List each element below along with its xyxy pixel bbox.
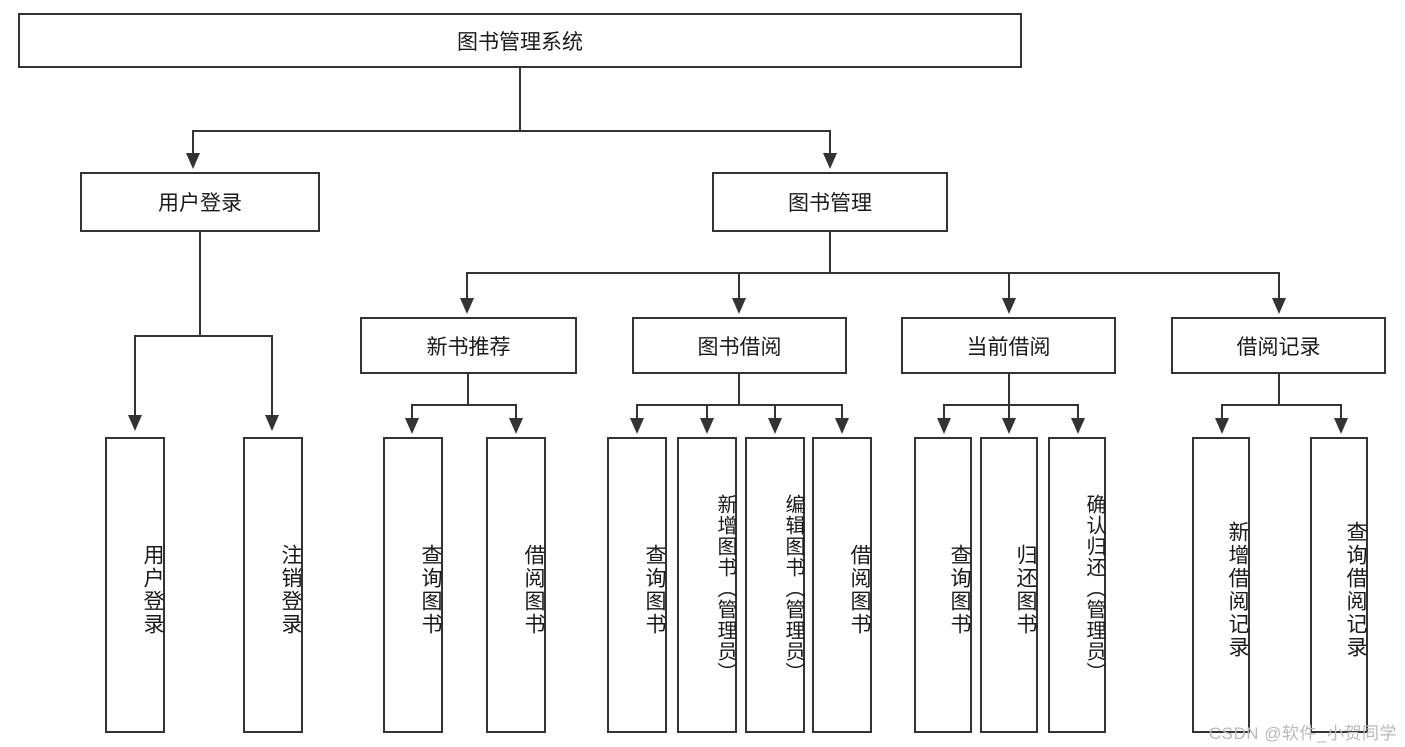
arrow-icon-book-borrow-leaf-4 [835,418,849,434]
connector-book-borrow-leaf-3 [774,404,776,422]
connector-borrow-record-leaf-2 [1340,404,1342,422]
connector-new-book-leaf-2 [515,404,517,422]
connector-bm-to-current-borrow [1008,272,1010,302]
node-current-borrow[interactable]: 当前借阅 [901,317,1116,374]
connector-root-bus [192,130,830,132]
node-label: 归还图书 [1014,544,1037,636]
connector-new-book-leaf-1 [411,404,413,422]
node-label: 查询图书 [419,544,442,636]
node-leaf-logout-login[interactable]: 注销登录 [243,437,303,733]
connector-book-management-bus [466,272,1280,274]
node-label: 新书推荐 [426,335,511,359]
arrow-icon-bm-borrow-record [1272,298,1286,314]
node-label: 当前借阅 [966,335,1051,359]
arrow-icon-book-borrow-leaf-2 [700,418,714,434]
connector-book-borrow-bus [636,404,843,406]
arrow-icon-user-login-leaf-2 [265,415,279,431]
connector-bm-to-borrow-record [1278,272,1280,302]
node-leaf-borrow-book-2[interactable]: 借阅图书 [812,437,872,733]
node-leaf-query-book-3[interactable]: 查询图书 [914,437,972,733]
node-root-book-management-system[interactable]: 图书管理系统 [18,13,1022,68]
connector-book-management-stem [829,232,831,272]
connector-root-stem [519,68,521,130]
arrow-icon-new-book-leaf-2 [509,418,523,434]
node-leaf-return-book[interactable]: 归还图书 [980,437,1038,733]
arrow-icon-borrow-record-leaf-1 [1215,418,1229,434]
connector-current-borrow-stem [1008,374,1010,404]
connector-borrow-record-stem [1278,374,1280,404]
node-label: 图书管理 [788,192,872,215]
node-label: 用户登录 [141,544,164,636]
connector-book-borrow-leaf-2 [706,404,708,422]
node-label: 查询图书 [643,544,666,636]
arrow-icon-current-borrow-leaf-2 [1002,418,1016,434]
connector-borrow-record-bus [1221,404,1340,406]
connector-root-to-user-login [192,130,194,156]
connector-new-book-stem [467,374,469,404]
node-leaf-query-book-2[interactable]: 查询图书 [607,437,667,733]
node-leaf-query-record[interactable]: 查询借阅记录 [1310,437,1368,733]
node-book-borrow[interactable]: 图书借阅 [632,317,847,374]
connector-book-borrow-leaf-1 [636,404,638,422]
arrow-icon-book-borrow-leaf-1 [630,418,644,434]
connector-root-to-book-management [829,130,831,156]
connector-current-borrow-leaf-2 [1008,404,1010,422]
node-label: 用户登录 [158,192,242,215]
node-book-management[interactable]: 图书管理 [712,172,948,232]
arrow-icon-root-to-book-management [823,153,837,169]
connector-book-borrow-stem [738,374,740,404]
node-label: 查询图书 [948,544,971,636]
arrow-icon-bm-current-borrow [1002,298,1016,314]
node-leaf-borrow-book-1[interactable]: 借阅图书 [486,437,546,733]
arrow-icon-current-borrow-leaf-1 [937,418,951,434]
connector-current-borrow-leaf-1 [943,404,945,422]
node-leaf-add-book[interactable]: 新增图书（管理员） [677,437,737,733]
arrow-icon-bm-book-borrow [732,298,746,314]
connector-book-borrow-leaf-4 [841,404,843,422]
node-label: 注销登录 [279,544,302,636]
watermark-text: CSDN @软件_小贺同学 [1208,724,1397,743]
arrow-icon-root-to-user-login [186,153,200,169]
node-label: 编辑图书（管理员） [782,493,804,683]
connector-user-login-to-leaf-2 [271,335,273,420]
node-label: 新增图书（管理员） [714,493,736,683]
node-label: 图书管理系统 [457,30,583,54]
arrow-icon-borrow-record-leaf-2 [1334,418,1348,434]
node-leaf-query-book-1[interactable]: 查询图书 [383,437,443,733]
node-new-book-recommend[interactable]: 新书推荐 [360,317,577,374]
node-label: 借阅记录 [1236,335,1321,359]
arrow-icon-bm-new-book [460,298,474,314]
node-label: 借阅图书 [522,544,545,636]
connector-bm-to-new-book [466,272,468,302]
node-label: 借阅图书 [848,544,871,636]
connector-bm-to-book-borrow [738,272,740,302]
connector-new-book-bus [411,404,516,406]
node-user-login[interactable]: 用户登录 [80,172,320,232]
connector-user-login-stem [199,232,201,335]
node-leaf-user-login[interactable]: 用户登录 [105,437,165,733]
node-leaf-add-record[interactable]: 新增借阅记录 [1192,437,1250,733]
node-leaf-edit-book[interactable]: 编辑图书（管理员） [745,437,805,733]
arrow-icon-current-borrow-leaf-3 [1071,418,1085,434]
arrow-icon-user-login-leaf-1 [128,415,142,431]
node-borrow-record[interactable]: 借阅记录 [1171,317,1386,374]
connector-borrow-record-leaf-1 [1221,404,1223,422]
connector-user-login-to-leaf-1 [134,335,136,420]
arrow-icon-book-borrow-leaf-3 [768,418,782,434]
node-leaf-confirm-return[interactable]: 确认归还（管理员） [1048,437,1106,733]
connector-current-borrow-bus [943,404,1077,406]
arrow-icon-new-book-leaf-1 [405,418,419,434]
node-label: 图书借阅 [697,335,782,359]
node-label: 确认归还（管理员） [1083,493,1105,683]
connector-user-login-bus [134,335,271,337]
connector-current-borrow-leaf-3 [1077,404,1079,422]
node-label: 查询借阅记录 [1344,521,1367,659]
node-label: 新增借阅记录 [1226,521,1249,659]
